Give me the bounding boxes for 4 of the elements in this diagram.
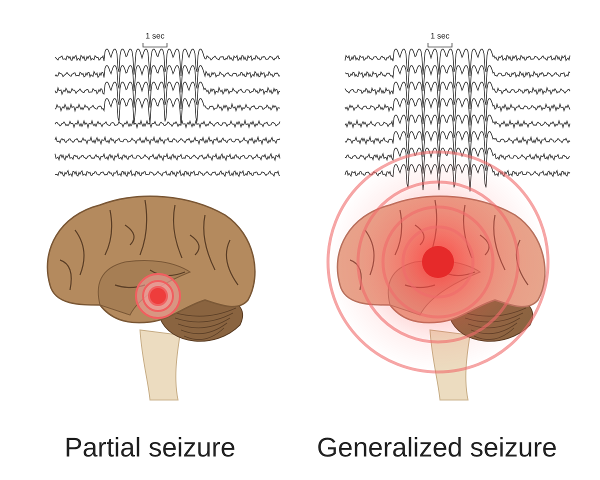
scale-label: 1 sec (145, 32, 165, 40)
panel-caption: Generalized seizure (316, 432, 558, 464)
scale-label: 1 sec (430, 32, 450, 40)
panel-caption: Partial seizure (64, 432, 236, 464)
